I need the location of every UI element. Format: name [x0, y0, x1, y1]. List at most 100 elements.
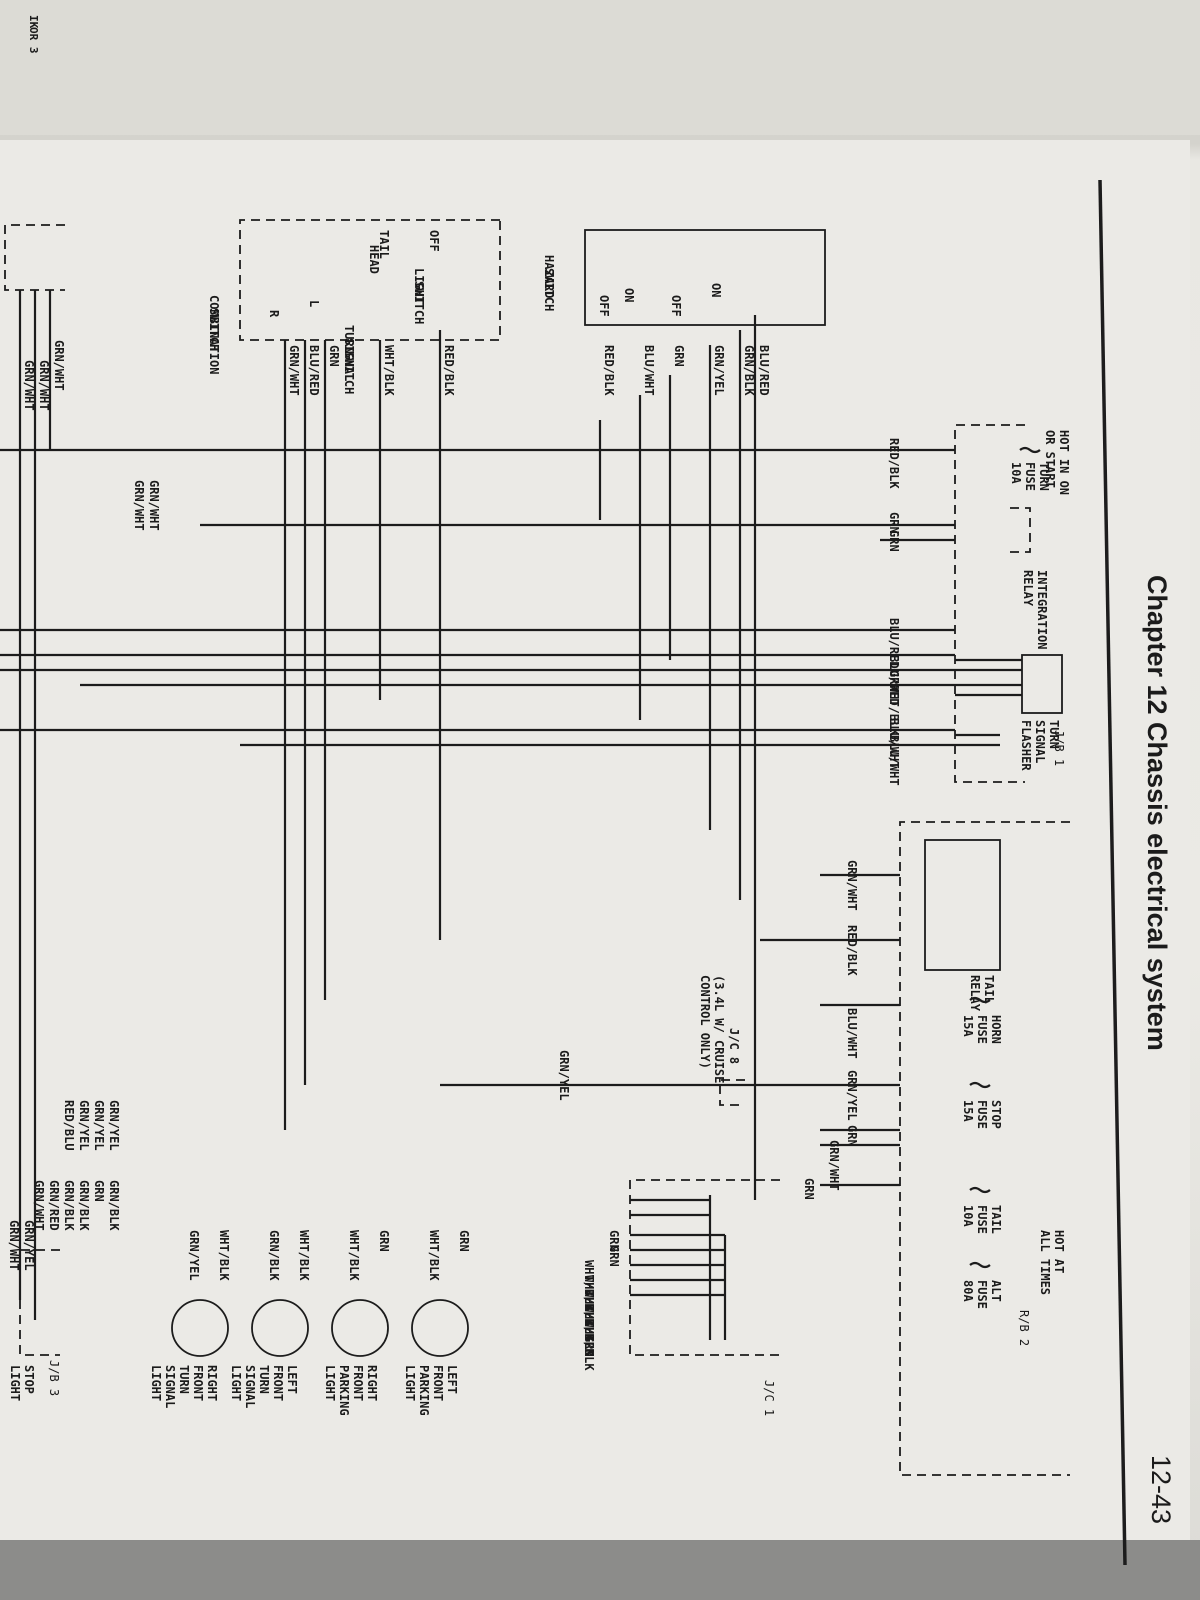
rb2-wire-label-2: RED/BLK: [845, 925, 859, 976]
combo-tail: TAIL: [377, 230, 391, 259]
combo-l: L: [307, 300, 321, 307]
hazard-wire-label-2: GRN/BLK: [742, 345, 756, 396]
turn-signal-switch-label-3: SWITCH: [342, 351, 356, 394]
rb2-wire-label-1: GRN/WHT: [845, 860, 859, 911]
jb1-wire-label-3: GRN: [887, 530, 901, 552]
hazard-wire-label-3: GRN/YEL: [712, 345, 726, 396]
jc1-wire-label-1: GRN: [607, 1230, 621, 1252]
jc8-label-3: CONTROL ONLY): [698, 975, 712, 1069]
tail-relay-box: [924, 839, 1001, 971]
flasher-label-3: FLASHER: [1019, 720, 1033, 771]
hazard-on-2: ON: [622, 288, 636, 302]
tail-fuse-label-2: FUSE: [975, 1205, 989, 1234]
edge-text-2: OR 3: [27, 27, 40, 54]
left-front-parking-lamp: [411, 1299, 469, 1357]
rb2-wires: [440, 873, 900, 1187]
jb3-wire-label-7: GRN/YEL: [107, 1100, 121, 1151]
horn-fuse-label-3: 15A: [961, 1015, 975, 1037]
tail-relay-label-2: RELAY: [968, 975, 982, 1012]
integration-relay-label-2: RELAY: [1021, 570, 1035, 607]
jb1-wire-label-7: WHT/BLK: [887, 685, 901, 736]
alt-fuse-label-2: FUSE: [975, 1280, 989, 1309]
stop-fuse-symbol: [969, 1081, 991, 1089]
turn-fuse-symbol: [1019, 446, 1041, 454]
rb2-wire-label-6: GRN/WHT: [827, 1140, 841, 1191]
rfp-label-4: LIGHT: [323, 1365, 337, 1401]
tail-relay-label-1: TAIL: [982, 975, 996, 1004]
right-front-parking-lamp: [331, 1299, 389, 1357]
jb1-label: J/B 1: [1052, 730, 1066, 766]
jc8-label-2: (3.4L W/ CRUISE: [712, 975, 726, 1083]
lft-label-4: SIGNAL: [243, 1365, 257, 1408]
turn-fuse-label-1: TURN: [1037, 462, 1051, 491]
combo-r: R: [267, 310, 281, 318]
hot-all-times-line2: ALL TIMES: [1038, 1230, 1052, 1295]
rft-label-4: SIGNAL: [163, 1365, 177, 1408]
lamp-wire-label-3: GRN: [377, 1230, 391, 1252]
rft-label-1: RIGHT: [205, 1365, 219, 1401]
jb3-label: J/B 3: [47, 1360, 61, 1396]
jc1-label: J/C 1: [762, 1380, 776, 1416]
header-rule: [1098, 179, 1127, 1566]
alt-fuse-label-1: ALT: [989, 1280, 1003, 1302]
horn-fuse-symbol: [969, 996, 991, 1004]
left-front-turn-lamp: [251, 1299, 309, 1357]
rb2-label: R/B 2: [1017, 1310, 1031, 1346]
jb1-wire-label-9: BLU/WHT: [887, 735, 901, 786]
jc1-wires: [630, 1195, 727, 1340]
hazard-outputs: [598, 315, 757, 1200]
chapter-title: Chapter 12 Chassis electrical system: [1142, 575, 1172, 1051]
lft-label-1: LEFT: [285, 1365, 299, 1394]
jb1-wire-label-6: GRN: [887, 670, 901, 692]
lower-left-label-1: GRN/WHT: [52, 340, 66, 391]
combo-wire-label-5: GRN/WHT: [287, 345, 301, 396]
jb3-wire-label-9: GRN/YEL: [77, 1100, 91, 1151]
tail-fuse-symbol: [969, 1186, 991, 1194]
jb3-wire-label-1: GRN/BLK: [107, 1180, 121, 1231]
stop-feed-label-2: GRN/WHT: [7, 1220, 21, 1271]
stop-feed-label-1: GRN/YEL: [22, 1220, 36, 1271]
lfp-label-1: LEFT: [445, 1365, 459, 1394]
rft-label-5: LIGHT: [149, 1365, 163, 1401]
edge-text-1: IK: [27, 15, 40, 29]
jb1-wire-label-8: BLU/WHT: [887, 718, 901, 769]
rb2-wire-label-5: GRN: [845, 1125, 859, 1147]
jc8-box: [719, 1079, 745, 1106]
jc1-wire-label-8: GRN: [582, 1335, 596, 1357]
rfp-label-2: FRONT: [351, 1365, 365, 1401]
lamp-wire-label-6: GRN/BLK: [267, 1230, 281, 1281]
rb2-wire-label-7: GRN: [802, 1178, 816, 1200]
rfp-label-1: RIGHT: [365, 1365, 379, 1401]
lamp-wire-label-5: WHT/BLK: [297, 1230, 311, 1281]
jb3-wire-label-2: GRN: [92, 1180, 106, 1202]
jb1-wire-label-4: BLU/RED: [887, 618, 901, 669]
mid-left-label-2: GRN/WHT: [132, 480, 146, 531]
jb3-wire-label-3: GRN/BLK: [77, 1180, 91, 1231]
stop-fuse-label-2: FUSE: [975, 1100, 989, 1129]
flasher-label-2: SIGNAL: [1033, 720, 1047, 763]
stop-light-label-2: LIGHT: [8, 1365, 22, 1401]
combo-wire-label-3: GRN: [327, 345, 341, 367]
jb3-wire-label-4: GRN/BLK: [62, 1180, 76, 1231]
lower-left-connector: [4, 224, 65, 291]
hazard-on-1: ON: [709, 283, 723, 297]
hazard-wire-label-6: RED/BLK: [602, 345, 616, 396]
jb1-wire-label-5: BLU/RED: [887, 655, 901, 706]
lower-left-label-3: GRN/WHT: [22, 360, 36, 411]
combo-wire-label-1: RED/BLK: [442, 345, 456, 396]
rft-label-3: TURN: [177, 1365, 191, 1394]
stop-fuse-label-3: 15A: [961, 1100, 975, 1122]
jc1-box: [629, 1179, 780, 1356]
lamp-wire-label-8: GRN/YEL: [187, 1230, 201, 1281]
jb3-wire-label-10: RED/BLU: [62, 1100, 76, 1151]
combo-wire-label-2: WHT/BLK: [382, 345, 396, 396]
hazard-switch-label-1: HAZARD: [542, 255, 556, 298]
rb2-wire-label-3: BLU/WHT: [845, 1008, 859, 1059]
lfp-label-3: PARKING: [417, 1365, 431, 1416]
lamp-wire-label-7: WHT/BLK: [217, 1230, 231, 1281]
integration-relay-label-1: INTEGRATION: [1035, 570, 1049, 649]
lfp-label-4: LIGHT: [403, 1365, 417, 1401]
hazard-switch-label-2: SWITCH: [542, 268, 556, 311]
